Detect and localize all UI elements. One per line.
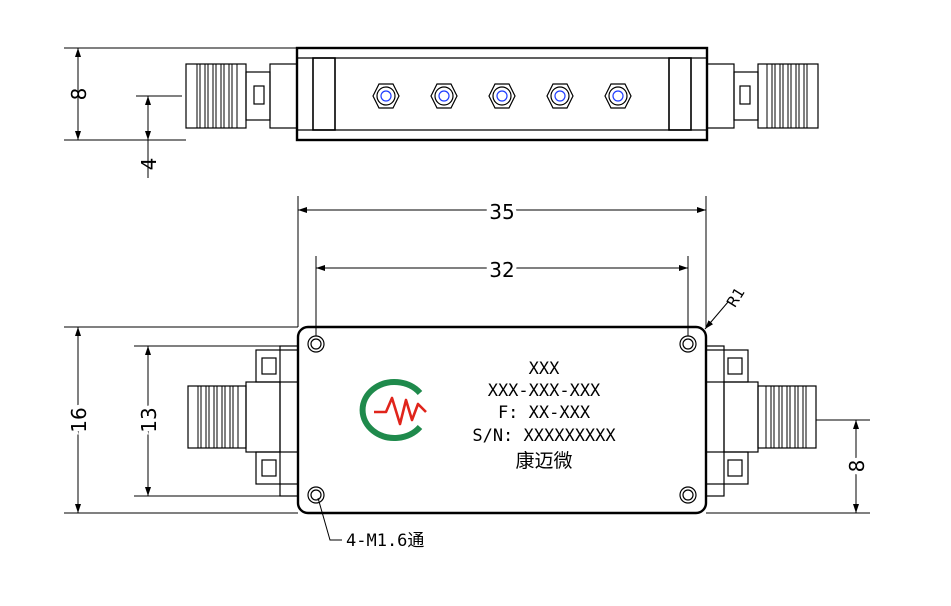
- dim-overall-width: [64, 326, 298, 514]
- dim-radius-label: R1: [723, 284, 749, 310]
- dim-hole-width-label: 13: [137, 407, 161, 432]
- dim-overall-length-label: 35: [489, 200, 514, 224]
- dim-top-height-label: 8: [67, 88, 91, 101]
- nameplate-serial: S/N: XXXXXXXXX: [472, 426, 616, 446]
- nameplate-frequency: F: XX-XXX: [498, 403, 591, 423]
- tuning-screw: [430, 83, 458, 109]
- tuning-screw: [604, 83, 632, 109]
- dim-connector-offset: [706, 419, 870, 514]
- dim-overall-width-label: 16: [67, 407, 91, 432]
- front-view: [64, 196, 870, 541]
- nameplate-company: 康迈微: [515, 450, 572, 472]
- top-right-connector: [706, 63, 819, 129]
- dim-top-height: [64, 47, 297, 141]
- front-left-connector: [187, 345, 299, 497]
- company-logo: [359, 379, 427, 441]
- dim-hole-spacing-label: 32: [489, 258, 514, 282]
- nameplate-model: XXX: [529, 359, 560, 379]
- mount-note-leader: [317, 497, 342, 541]
- mounting-hole: [679, 486, 697, 504]
- tuning-screw: [488, 83, 516, 109]
- tuning-screws: [372, 83, 632, 109]
- front-body: [296, 325, 708, 515]
- radius-leader: [704, 301, 729, 330]
- dim-top-offset: [136, 95, 182, 178]
- tuning-screw: [546, 83, 574, 109]
- nameplate-part-number: XXX-XXX-XXX: [488, 381, 601, 401]
- dim-hole-spacing: [315, 256, 689, 336]
- mounting-hole: [307, 486, 325, 504]
- top-left-connector: [185, 63, 298, 129]
- top-body: [295, 46, 709, 142]
- mount-note: 4-M1.6通: [346, 531, 424, 551]
- mounting-holes: [307, 335, 697, 504]
- tuning-screw: [372, 83, 400, 109]
- front-right-connector: [705, 345, 817, 497]
- top-view: [64, 46, 819, 178]
- dim-top-offset-label: 4: [137, 158, 161, 171]
- dim-overall-length: [297, 196, 707, 327]
- dim-connector-offset-label: 8: [845, 460, 869, 473]
- nameplate: XXX XXX-XXX-XXX F: XX-XXX S/N: XXXXXXXXX…: [472, 359, 616, 472]
- dim-hole-width: [134, 345, 280, 497]
